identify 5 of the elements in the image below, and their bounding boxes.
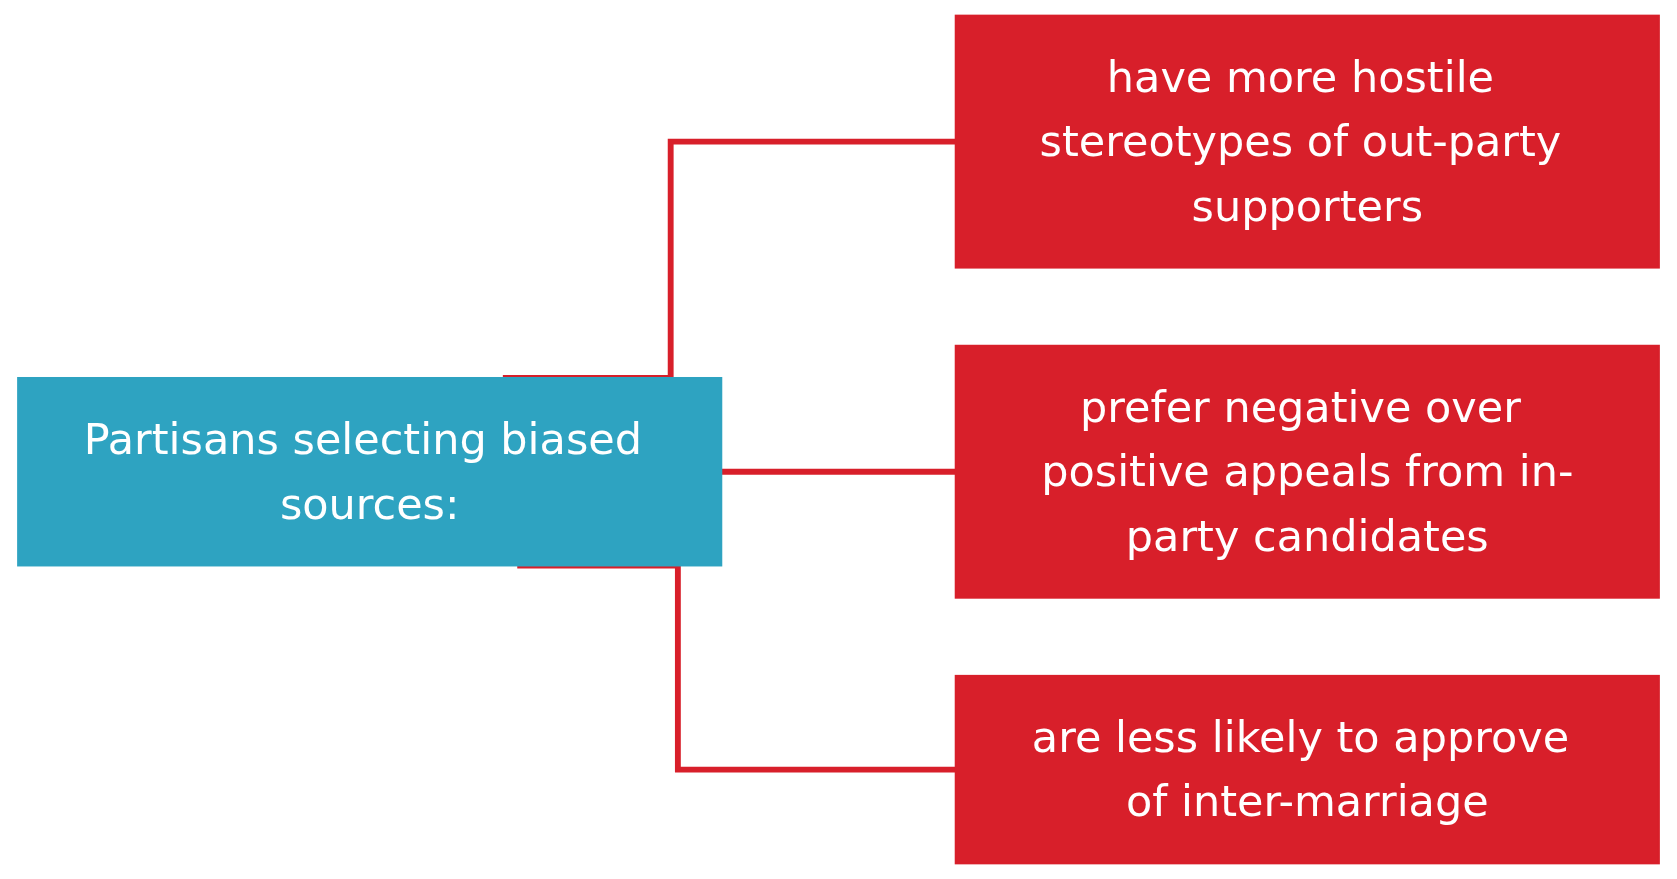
connector (721, 468, 956, 475)
node-box: have more hostile stereotypes of out-party supporters (954, 14, 1660, 269)
node-box: prefer negative over positive appeals from in-party candidates (954, 344, 1660, 599)
node-box: Partisans selecting biased sources: (17, 377, 723, 567)
node-box: are less likely to approve of inter-marriage (954, 674, 1660, 865)
